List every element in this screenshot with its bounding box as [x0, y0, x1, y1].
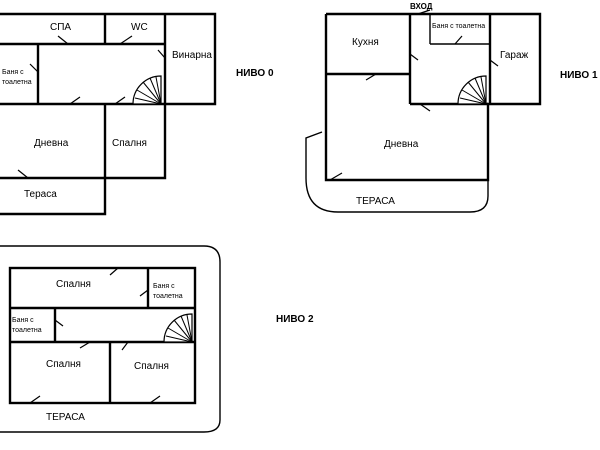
level-0-bedroom-label: Спалня — [112, 138, 147, 149]
level-2-bathroom-right-label: Баня с тоалетна — [153, 283, 183, 300]
level-1-kitchen-label: Кухня — [352, 37, 379, 48]
level-0-bathroom-label: Баня с тоалетна — [2, 69, 32, 86]
level-1-terrace-label: ТЕРАСА — [356, 196, 395, 207]
level-0-wc-label: WC — [131, 22, 148, 33]
level-0-spiral-stair — [132, 75, 162, 105]
level-2-bathroom-left-label: Баня с тоалетна — [12, 317, 42, 334]
level-0-spa-label: СПА — [50, 22, 71, 33]
level-1-entrance-label: ВХОД — [410, 2, 433, 11]
level-2-bedroom-right-label: Спалня — [134, 361, 169, 372]
level-0-plan: СПА WC Винарна Баня с тоалетна Дневна Сп… — [0, 12, 274, 216]
level-0-living-room-label: Дневна — [34, 138, 69, 149]
level-2-plan: Спалня Баня с тоалетна Баня с тоалетна С… — [0, 245, 314, 433]
level-1-garage-label: Гараж — [500, 50, 529, 61]
level-0-terrace-label: Тераса — [24, 189, 57, 200]
level-0-title: НИВО 0 — [236, 68, 274, 79]
level-0-wine-cellar-label: Винарна — [172, 50, 212, 61]
level-2-title: НИВО 2 — [276, 314, 314, 325]
level-1-plan: ВХОД Кухня Баня с тоалетна Гараж Дневна … — [305, 2, 598, 213]
level-1-title: НИВО 1 — [560, 70, 598, 81]
level-2-bedroom-left-label: Спалня — [46, 359, 81, 370]
level-2-bedroom-top-label: Спалня — [56, 279, 91, 290]
level-2-spiral-stair — [163, 313, 193, 343]
level-2-terrace-label: ТЕРАСА — [46, 412, 85, 423]
level-1-living-room-label: Дневна — [384, 139, 419, 150]
level-1-spiral-stair — [457, 75, 487, 105]
level-1-bathroom-label: Баня с тоалетна — [432, 23, 485, 30]
